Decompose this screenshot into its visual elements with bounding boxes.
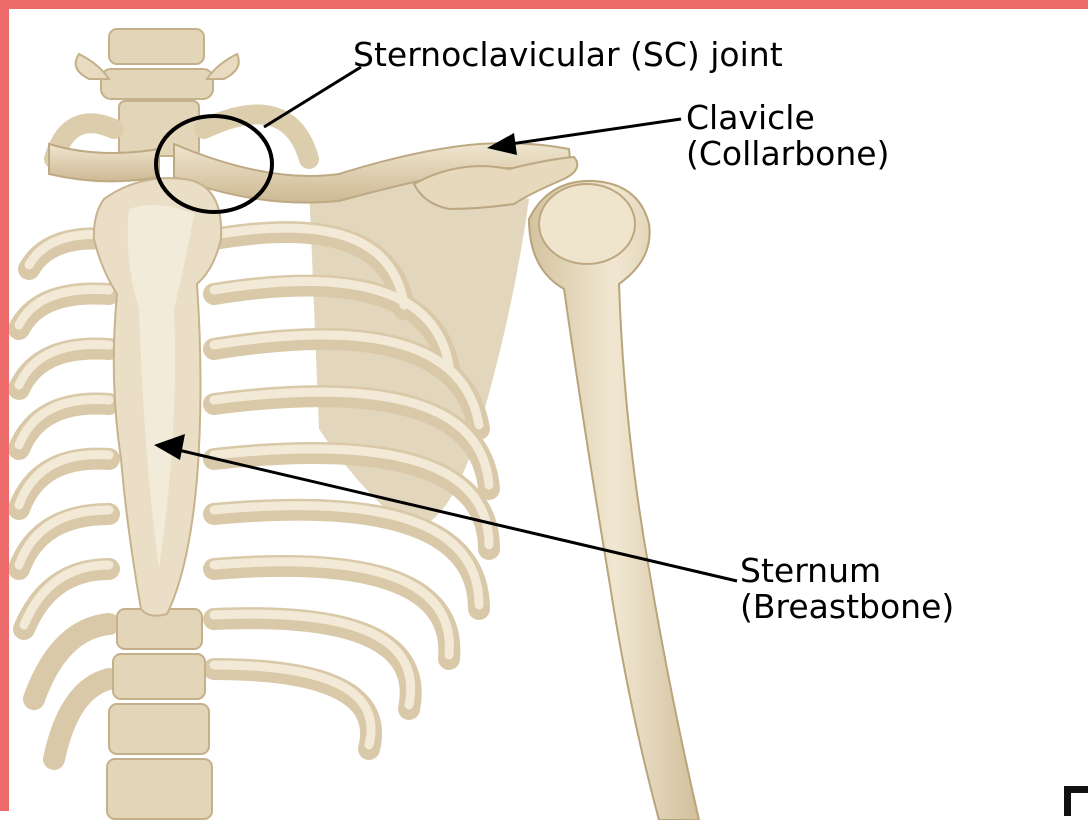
ribs-left [19,238,109,759]
sc-joint-label: Sternoclavicular (SC) joint [353,37,783,73]
clavicle-label: Clavicle (Collarbone) [686,100,889,172]
humerus [529,181,699,820]
sc-joint-leader-line [264,67,361,127]
clavicle-label-line1: Clavicle [686,100,889,136]
clavicle-label-line2: (Collarbone) [686,136,889,172]
skeleton-illustration [9,9,1088,820]
clavicle-leader-line [504,119,681,145]
sc-joint-label-text: Sternoclavicular (SC) joint [353,35,783,74]
sternum-label-line2: (Breastbone) [740,589,954,625]
ribs-left-highlight [19,234,109,625]
sternum-label: Sternum (Breastbone) [740,553,954,625]
corner-bracket-mark [1064,786,1088,816]
sternum-label-line1: Sternum [740,553,954,589]
humeral-head [539,184,635,264]
